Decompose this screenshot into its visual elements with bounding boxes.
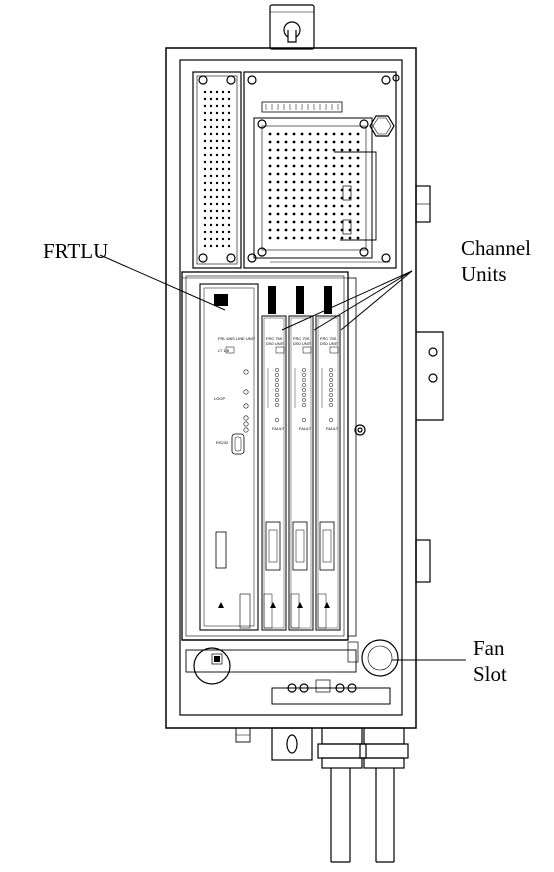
channel-unit-title: FRC 75S (293, 336, 310, 341)
frtlu-card: FRL 6/6S LINE UNIT LT 1/8 LOOP RS232 (199, 283, 259, 631)
frtlu-unit-id: LT 1/8 (218, 348, 230, 353)
card-extractor-tabs (268, 286, 332, 314)
channel-unit-fault: FAULT (326, 426, 339, 431)
channel-units-label-line1: Channel (461, 236, 531, 260)
channel-leader-line-2 (313, 270, 413, 331)
right-side-bracket (416, 331, 444, 421)
channel-unit-fault: FAULT (272, 426, 285, 431)
ground-lug (235, 727, 251, 743)
top-mounting-tab (269, 4, 315, 50)
channel-leader-line-1 (281, 270, 413, 331)
channel-unit-title: DS0 UNIT (266, 341, 285, 346)
channel-unit-fault: FAULT (299, 426, 312, 431)
channel-unit-title: DS0 UNIT (293, 341, 312, 346)
upper-backplane-assembly (192, 71, 397, 269)
lower-fan-area (185, 639, 399, 685)
frtlu-rs232-label: RS232 (216, 440, 229, 445)
channel-unit-title: FRC 75S (266, 336, 283, 341)
frtlu-loop-label: LOOP (214, 396, 225, 401)
fan-slot-label-line2: Slot (473, 662, 507, 686)
channel-leader-line-3 (340, 270, 413, 331)
channel-unit-title: FRC 75S (320, 336, 337, 341)
right-hinge-bracket-lower (415, 539, 431, 583)
fan-slot-label-line1: Fan (473, 636, 505, 660)
bottom-terminal-block (271, 679, 391, 705)
frtlu-unit-title: FRL 6/6S LINE UNIT (218, 336, 256, 341)
card-cage (181, 271, 366, 641)
frtlu-label: FRTLU (43, 239, 109, 263)
cable-gland-left (317, 727, 367, 863)
frtlu-leader-line (99, 254, 226, 311)
leader-lines (99, 254, 466, 661)
right-hinge-bracket-upper (415, 185, 431, 223)
bottom-mounting-tab (271, 727, 313, 761)
channel-unit-title: DS0 UNIT (320, 341, 339, 346)
cable-gland-right (359, 727, 409, 863)
channel-units-label-line2: Units (461, 262, 507, 286)
